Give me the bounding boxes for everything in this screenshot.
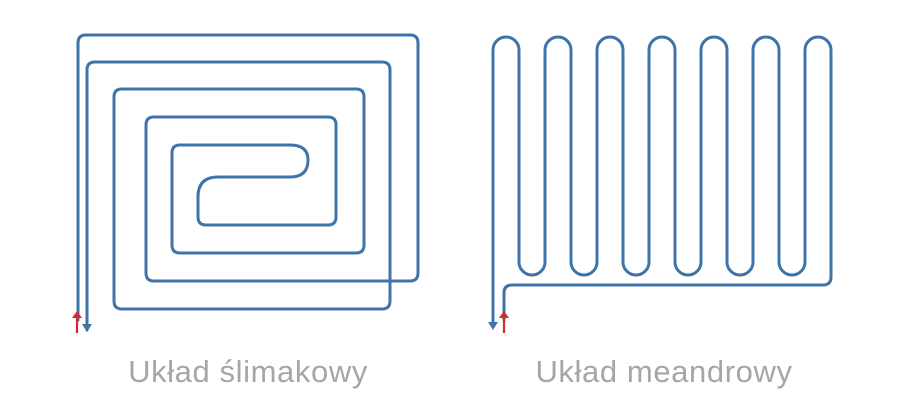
meander-layout-diagram	[488, 35, 833, 333]
arrow-up-icon	[72, 311, 82, 333]
meander-pipe	[491, 35, 833, 324]
arrow-down-icon	[488, 322, 498, 330]
snail-layout-diagram	[72, 33, 420, 333]
snail-pipe-inlet	[76, 33, 420, 322]
arrow-up-icon	[499, 311, 509, 333]
snail-pipe-return	[85, 60, 392, 332]
arrow-down-icon	[82, 324, 92, 332]
snail-layout-caption: Układ ślimakowy	[128, 354, 368, 389]
meander-layout-caption: Układ meandrowy	[535, 354, 793, 389]
